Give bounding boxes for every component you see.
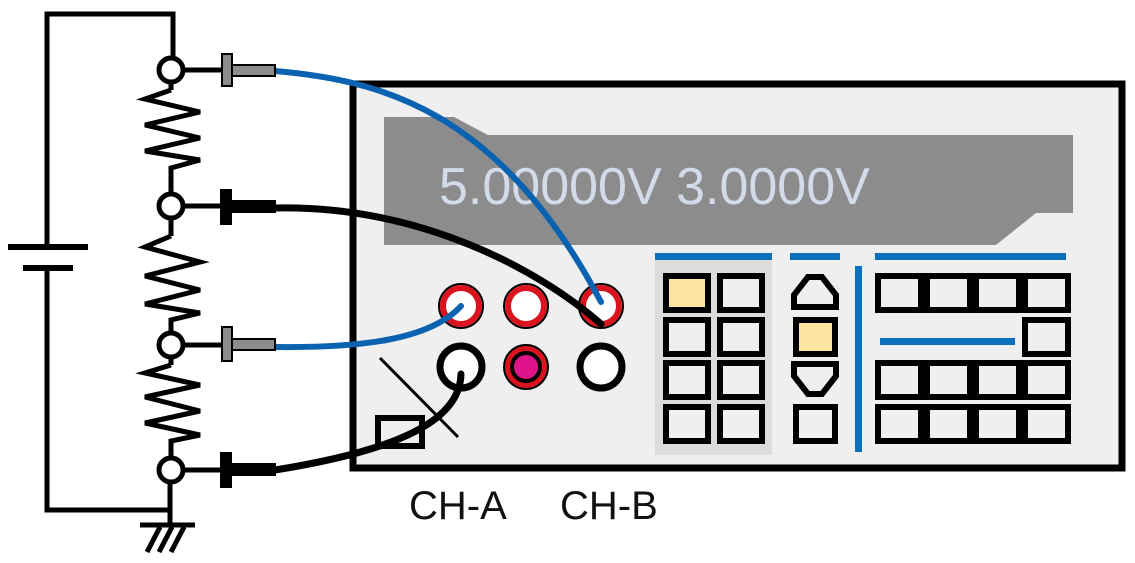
accent-bar [875, 253, 1066, 260]
keypad-button[interactable] [1022, 360, 1071, 400]
keypad-button[interactable] [924, 360, 973, 400]
probe-gray-2[interactable] [221, 326, 276, 362]
up-arrow-button[interactable] [791, 274, 839, 310]
probe-black-2[interactable] [220, 452, 276, 488]
black-lead-2 [271, 370, 465, 474]
keypad-button[interactable] [973, 360, 1022, 400]
accent-bar [655, 253, 772, 260]
keypad [655, 253, 1071, 455]
black-lead-1 [271, 204, 605, 328]
probe-black-1[interactable] [220, 189, 276, 225]
node-4 [156, 455, 186, 485]
terminal-ground-center [510, 351, 542, 383]
keypad-button[interactable] [924, 404, 973, 444]
accent-bar [790, 253, 840, 260]
keypad-button[interactable] [875, 360, 924, 400]
probe-gray-1[interactable] [221, 53, 276, 87]
battery-wire-top [44, 11, 176, 247]
keypad-button[interactable] [875, 404, 924, 444]
keypad-button[interactable] [717, 317, 765, 357]
terminal-ring [440, 285, 482, 327]
down-arrow-button[interactable] [791, 361, 839, 397]
terminal-ring [505, 285, 547, 327]
keypad-button[interactable] [924, 273, 973, 313]
fuse-box [375, 415, 425, 449]
blue-lead-1 [272, 68, 604, 305]
keypad-button[interactable] [1022, 404, 1071, 444]
keypad-button[interactable] [793, 317, 838, 357]
resistor-2 [137, 233, 210, 333]
keypad-button[interactable] [717, 360, 765, 400]
keypad-button[interactable] [663, 317, 711, 357]
battery-wire-bottom [44, 268, 170, 513]
keypad-button[interactable] [1022, 273, 1071, 313]
keypad-button[interactable] [717, 404, 765, 444]
keypad-button[interactable] [663, 404, 711, 444]
display-reading: 5.00000V 3.0000V [439, 158, 870, 216]
keypad-button[interactable] [875, 273, 924, 313]
accent-bar [880, 338, 1015, 345]
label-ch-b: CH-B [560, 484, 658, 528]
label-ch-a: CH-A [409, 484, 507, 528]
terminal-b-lo[interactable] [576, 342, 626, 392]
resistor-1 [136, 87, 201, 195]
display-panel [384, 117, 1073, 245]
keypad-button[interactable] [663, 360, 711, 400]
node-1 [156, 55, 186, 85]
keypad-button[interactable] [1022, 317, 1071, 357]
fuse-slash [378, 356, 460, 439]
keypad-button[interactable] [973, 404, 1022, 444]
keypad-button[interactable] [663, 273, 711, 313]
node-3 [156, 330, 186, 360]
accent-bar [855, 266, 862, 452]
node-2 [156, 191, 186, 221]
resistor-3 [135, 362, 201, 457]
ground-icon [140, 522, 195, 554]
keypad-button[interactable] [793, 404, 838, 444]
keypad-button[interactable] [973, 273, 1022, 313]
circuit [8, 11, 222, 554]
blue-lead-2 [272, 303, 464, 351]
keypad-button[interactable] [717, 273, 765, 313]
